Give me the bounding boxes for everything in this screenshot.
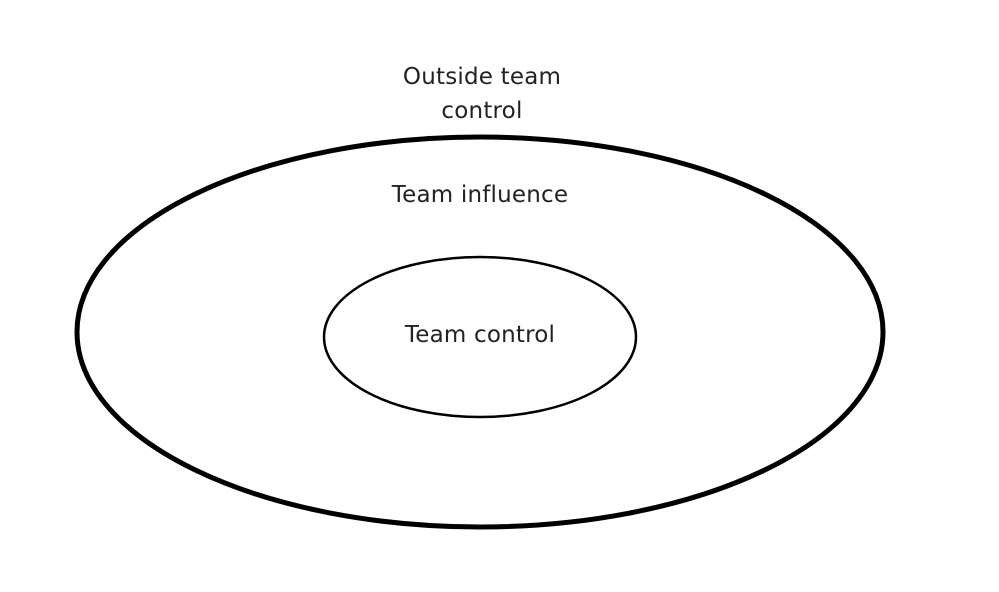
team-influence-ellipse [74, 134, 886, 530]
outside-team-control-label: Outside team control [382, 60, 582, 128]
team-control-ellipse [322, 255, 638, 419]
outside-label-line1: Outside team [402, 64, 562, 90]
team-control-label: Team control [404, 322, 556, 348]
team-influence-label: Team influence [391, 182, 569, 208]
outside-label-line2: control [441, 98, 523, 124]
